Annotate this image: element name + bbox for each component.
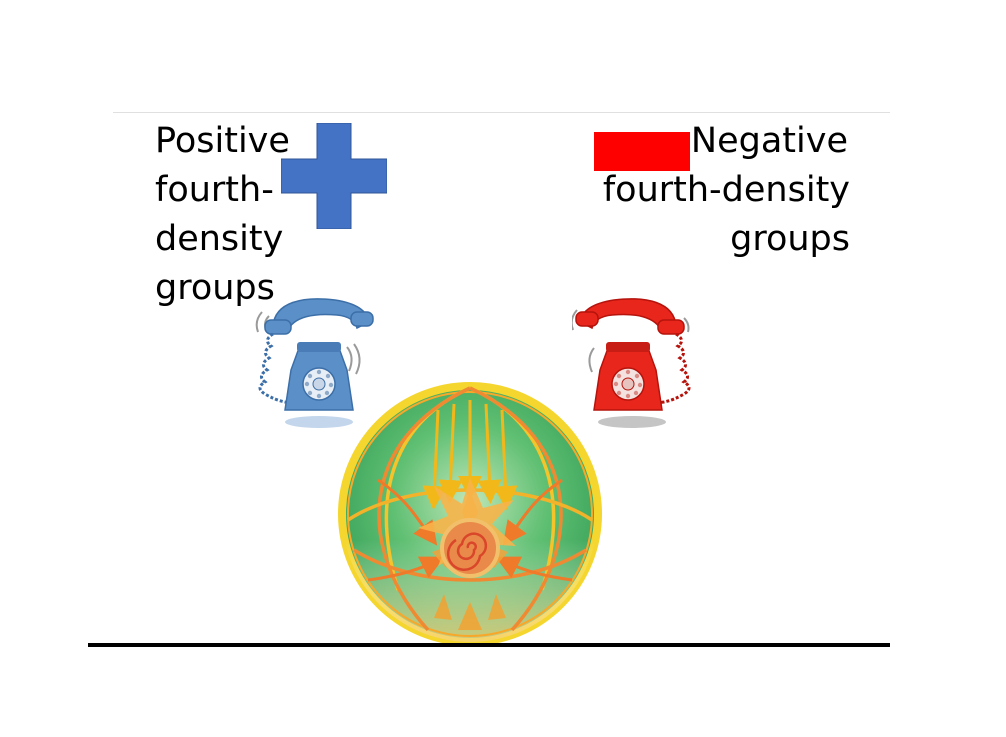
plus-sign-icon <box>281 123 387 229</box>
red-telephone-icon <box>572 298 691 428</box>
negative-label-line: Negative <box>690 121 848 161</box>
positive-label-line: fourth- <box>155 170 274 210</box>
bottom-divider <box>88 643 890 647</box>
energy-sphere-icon <box>338 382 602 644</box>
negative-groups-label: Negative fourth-density groups <box>590 117 850 264</box>
top-divider <box>113 112 890 113</box>
negative-label-line: fourth-density <box>602 170 850 210</box>
positive-label-line: Positive <box>155 121 290 161</box>
negative-label-line: groups <box>730 219 850 259</box>
positive-groups-label: Positive fourth- density groups <box>155 117 295 313</box>
minus-sign-icon <box>594 132 690 171</box>
blue-telephone-icon <box>255 298 374 428</box>
positive-label-line: groups <box>155 268 275 308</box>
positive-label-line: density <box>155 219 284 259</box>
